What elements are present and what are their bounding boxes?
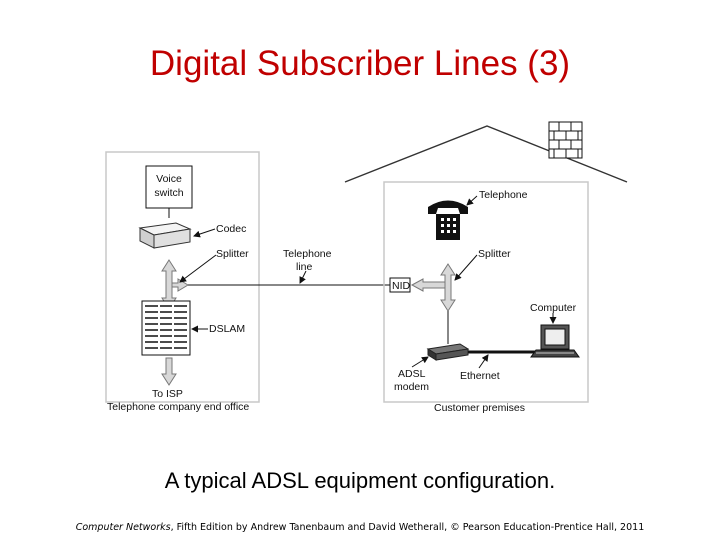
adsl-modem-label-2: modem [394, 381, 429, 393]
nid-label: NID [392, 280, 411, 292]
customer-premises-caption: Customer premises [434, 402, 525, 414]
office-splitter-label: Splitter [216, 248, 249, 260]
adsl-modem-icon [426, 343, 470, 361]
codec-label: Codec [216, 223, 246, 235]
slide-title: Digital Subscriber Lines (3) [149, 44, 571, 83]
figure-caption: A typical ADSL equipment configuration. [164, 468, 556, 493]
to-isp-arrow-icon [161, 357, 177, 386]
credit-book-title: Computer Networks [75, 522, 171, 533]
credit-line: Computer Networks, Fifth Edition by Andr… [0, 522, 720, 533]
voice-switch-box [145, 165, 193, 209]
house-roof [344, 125, 628, 183]
voice-switch-label-2: switch [154, 187, 183, 199]
to-isp-label: To ISP [152, 388, 183, 400]
telephone-line-label-1: Telephone [283, 248, 332, 260]
voice-switch-label-1: Voice [156, 173, 182, 185]
telephone-line-label-2: line [296, 261, 313, 273]
dslam-label: DSLAM [209, 323, 245, 335]
telephone-icon [428, 200, 468, 240]
codec-icon [138, 222, 192, 249]
end-office: Voice switch [105, 151, 260, 413]
adsl-modem-label-1: ADSL [398, 368, 426, 380]
nid-box [389, 277, 411, 293]
home-splitter-label: Splitter [478, 248, 511, 260]
chimney-icon [548, 121, 583, 159]
home-splitter-icon [410, 263, 456, 312]
computer-label: Computer [530, 302, 577, 314]
customer-premises: Telephone NID Splitter Ethernet ADSL mod… [344, 121, 628, 414]
house-frame [383, 181, 589, 403]
dslam-icon [141, 300, 191, 356]
end-office-caption: Telephone company end office [107, 401, 249, 413]
ethernet-label: Ethernet [460, 370, 500, 382]
telephone-label: Telephone [479, 189, 528, 201]
computer-icon [530, 324, 580, 358]
credit-details: , Fifth Edition by Andrew Tanenbaum and … [170, 522, 645, 533]
